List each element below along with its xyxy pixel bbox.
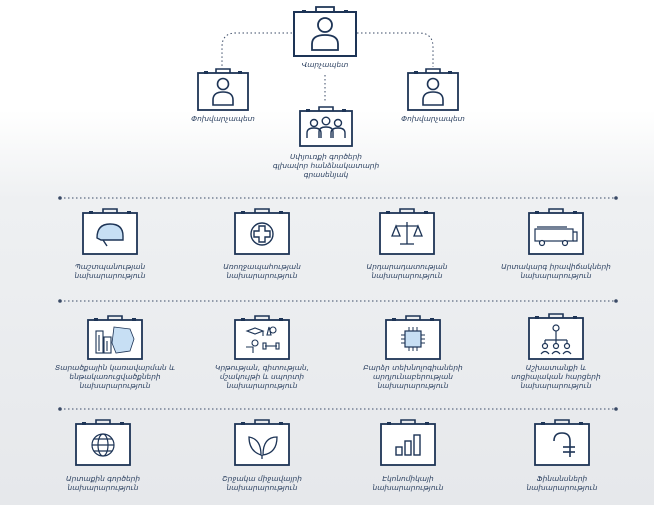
medical-cross-icon	[234, 208, 290, 255]
social-network-icon	[528, 313, 584, 360]
ministry-label: Բարձր տեխնոլոգիաների արդյունաբերության ն…	[363, 363, 463, 390]
ministry-label: Տարածքային կառավարման և ենթակառուցվածքնե…	[55, 363, 175, 390]
ministry-label: Աշխատանքի և սոցիալական հարցերի նախարարու…	[511, 363, 601, 390]
staff-label: Սփյուռքի գործերի գլխավոր հանձնակատարի գր…	[272, 152, 380, 179]
bar-chart-icon	[380, 419, 436, 466]
ministry-label: Արդարադատության նախարարություն	[366, 262, 448, 280]
ministry-label: Առողջապահության նախարարություն	[223, 262, 301, 280]
person-icon	[293, 6, 357, 57]
ministry-label: Շրջակա միջավայրի նախարարություն	[222, 474, 302, 492]
connector-left	[221, 32, 292, 67]
ministry-label: Պաշտպանության նախարարություն	[74, 262, 146, 280]
ministry-label: Կրթության, գիտության, մշակույթի և սպորտի…	[215, 363, 309, 390]
deputy-left-label: Փոխվարչապետ	[191, 114, 255, 123]
leaves-icon	[234, 419, 290, 466]
ministry-label: Ֆինանսների նախարարություն	[526, 474, 598, 492]
president-label: Վարչապետ	[301, 60, 349, 69]
microchip-icon	[385, 315, 441, 360]
person-icon	[197, 68, 249, 111]
fire-truck-icon	[528, 208, 584, 255]
ministry-label: Արտակարգ իրավիճակների նախարարություն	[501, 262, 611, 280]
deputy-right-label: Փոխվարչապետ	[401, 114, 465, 123]
helmet-icon	[82, 208, 138, 255]
globe-icon	[75, 419, 131, 466]
connector-right	[357, 32, 434, 67]
ministry-label: Էկոնոմիկայի նախարարություն	[372, 474, 444, 492]
scales-icon	[379, 208, 435, 255]
dram-icon	[534, 419, 590, 466]
buildings-map-icon	[87, 315, 143, 360]
education-culture-icon	[234, 315, 290, 360]
ministry-label: Արտաքին գործերի նախարարություն	[65, 474, 141, 492]
person-icon	[407, 68, 459, 111]
group-icon	[299, 106, 353, 147]
